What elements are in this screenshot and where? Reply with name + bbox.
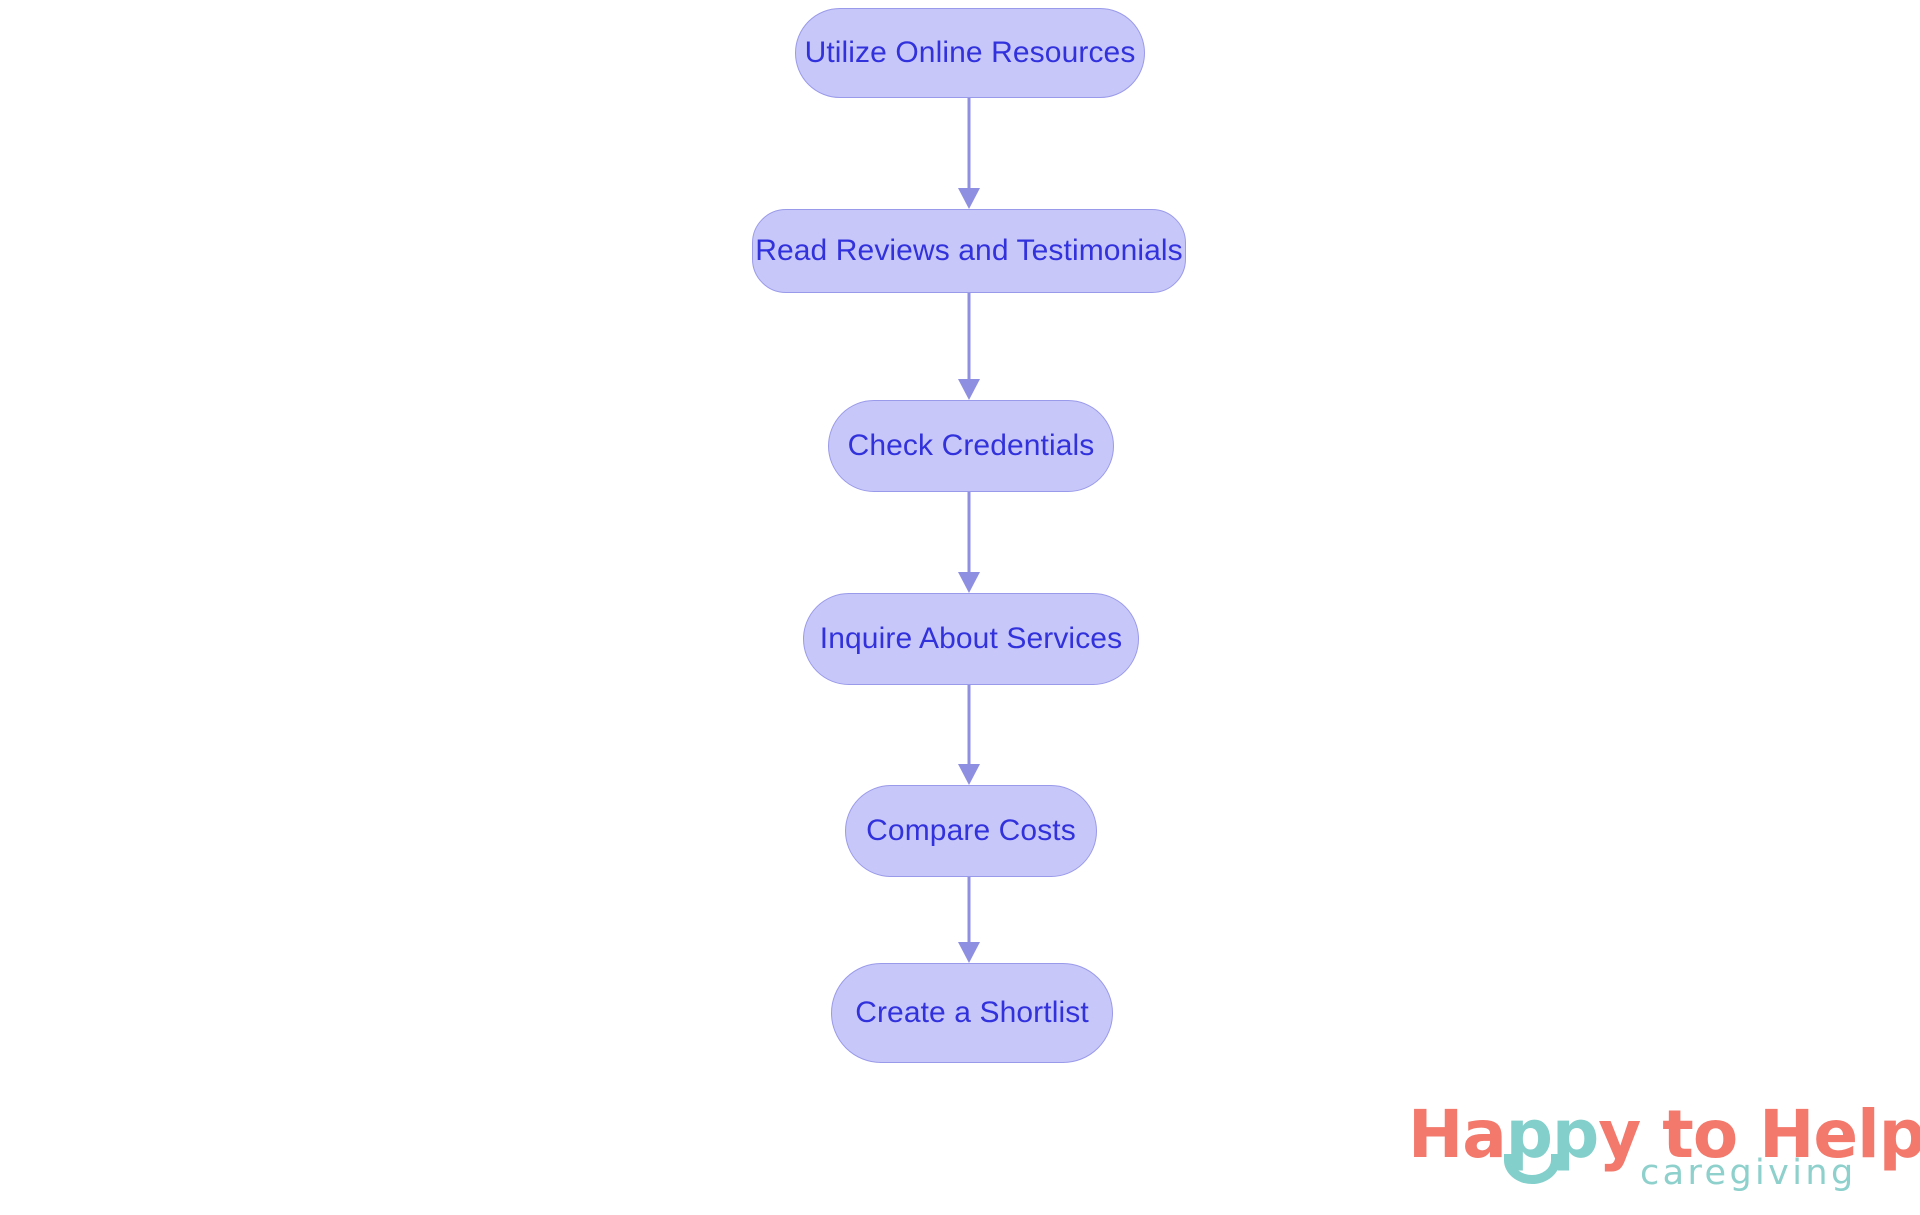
arrow-stem: [967, 98, 971, 190]
arrow-head-icon: [958, 942, 980, 963]
smile-arc-icon: [1504, 1154, 1560, 1184]
arrow-head-icon: [958, 572, 980, 593]
flow-node-label: Check Credentials: [847, 429, 1095, 462]
flow-node-label: Inquire About Services: [819, 622, 1123, 655]
arrow-stem: [967, 685, 971, 766]
flow-node-check-credentials[interactable]: Check Credentials: [828, 400, 1114, 492]
flow-arrow-2: [949, 293, 989, 400]
flow-node-compare-costs[interactable]: Compare Costs: [845, 785, 1097, 877]
flow-node-inquire-about-services[interactable]: Inquire About Services: [803, 593, 1139, 685]
flow-arrow-4: [949, 685, 989, 785]
brand-wordmark-part1: Ha: [1408, 1096, 1507, 1173]
arrow-stem: [967, 492, 971, 574]
flowchart: Utilize Online Resources Read Reviews an…: [752, 8, 1186, 1063]
flow-node-label: Utilize Online Resources: [804, 36, 1136, 69]
arrow-head-icon: [958, 188, 980, 209]
brand-wordmark: Happy to Help: [1408, 1096, 1920, 1173]
flow-arrow-5: [949, 877, 989, 963]
arrow-stem: [967, 877, 971, 944]
brand-tagline: caregiving: [1640, 1153, 1857, 1193]
arrow-stem: [967, 293, 971, 381]
flow-arrow-1: [949, 98, 989, 209]
flow-node-create-a-shortlist[interactable]: Create a Shortlist: [831, 963, 1113, 1063]
flow-node-label: Create a Shortlist: [855, 996, 1089, 1029]
arrow-head-icon: [958, 379, 980, 400]
brand-wordmark-part3: y to Help: [1598, 1096, 1920, 1173]
flow-node-label: Compare Costs: [866, 814, 1076, 847]
flow-arrow-3: [949, 492, 989, 593]
flow-node-utilize-online-resources[interactable]: Utilize Online Resources: [795, 8, 1145, 98]
brand-logo: Happy to Help caregiving: [1408, 1096, 1920, 1210]
arrow-head-icon: [958, 764, 980, 785]
flow-node-read-reviews-and-testimonials[interactable]: Read Reviews and Testimonials: [752, 209, 1186, 293]
flow-node-label: Read Reviews and Testimonials: [755, 234, 1183, 267]
